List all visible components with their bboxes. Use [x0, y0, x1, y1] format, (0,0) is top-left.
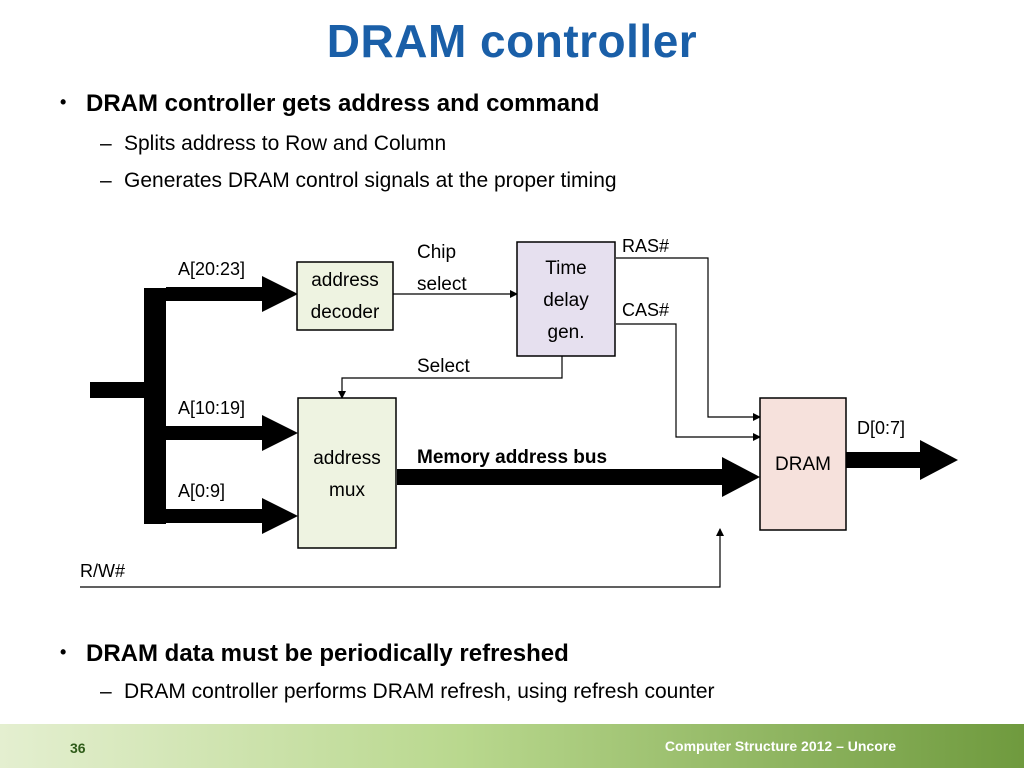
bullet-glyph: •	[60, 642, 67, 662]
label-select: Select	[417, 356, 471, 377]
bullet-1-text: DRAM controller gets address and command	[86, 90, 600, 117]
select-line	[338, 356, 563, 399]
bullet-1: • DRAM controller gets address and comman…	[60, 90, 599, 118]
footer-text: Computer Structure 2012 – Uncore	[664, 738, 896, 754]
sub-bullet-glyph: –	[100, 132, 112, 155]
bullet-2-text: DRAM data must be periodically refreshed	[86, 640, 569, 667]
memory-address-bus-arrow	[722, 457, 760, 497]
ras-line	[616, 257, 761, 421]
label-memory-address-bus: Memory address bus	[417, 447, 607, 468]
bullet-glyph: •	[60, 92, 67, 112]
time-delay-label-1: Time	[545, 258, 587, 279]
cas-line	[616, 323, 761, 441]
bullet-2: • DRAM data must be periodically refreshe…	[60, 640, 569, 668]
address-bus-trunk	[144, 288, 166, 524]
address-mux-block	[297, 397, 397, 549]
footer-bar: 36 Computer Structure 2012 – Uncore	[0, 724, 1024, 768]
label-a-mid: A[10:19]	[178, 398, 245, 418]
sub-bullet-1-2-text: Generates DRAM control signals at the pr…	[124, 169, 617, 192]
label-cas: CAS#	[622, 300, 669, 320]
sub-bullet-1-1-text: Splits address to Row and Column	[124, 132, 447, 155]
sub-bullet-glyph: –	[100, 680, 112, 703]
dram-label: DRAM	[775, 454, 831, 475]
bus-a-mid	[166, 426, 264, 440]
sub-bullet-2-1-text: DRAM controller performs DRAM refresh, u…	[124, 680, 715, 703]
decoder-label-1: address	[311, 270, 379, 291]
slide-title: DRAM controller	[326, 15, 698, 67]
mux-label-2: mux	[329, 480, 365, 501]
bus-a-high-arrow	[262, 276, 298, 312]
bus-a-low	[166, 509, 264, 523]
label-data: D[0:7]	[857, 418, 905, 438]
label-select-1: select	[417, 274, 467, 295]
decoder-label-2: decoder	[311, 302, 380, 323]
page-number: 36	[70, 740, 86, 756]
bus-a-low-arrow	[262, 498, 298, 534]
sub-bullet-1-1: –Splits address to Row and Column	[100, 132, 446, 156]
data-bus-arrow	[920, 440, 958, 480]
time-delay-label-3: gen.	[548, 322, 585, 343]
sub-bullet-2-1: –DRAM controller performs DRAM refresh, …	[100, 680, 715, 704]
address-decoder-block	[296, 261, 394, 331]
label-a-low: A[0:9]	[178, 481, 225, 501]
memory-address-bus	[397, 469, 727, 485]
time-delay-label-2: delay	[543, 290, 589, 311]
time-delay-gen-block	[516, 241, 616, 357]
label-rw: R/W#	[80, 561, 125, 581]
dram-block	[759, 397, 847, 531]
rw-line	[80, 528, 724, 588]
sub-bullet-1-2: –Generates DRAM control signals at the p…	[100, 169, 617, 193]
data-bus	[846, 452, 922, 468]
label-ras: RAS#	[622, 236, 669, 256]
sub-bullet-glyph: –	[100, 169, 112, 192]
bus-a-mid-arrow	[262, 415, 298, 451]
address-bus-input	[90, 382, 150, 398]
bus-a-high	[166, 287, 264, 301]
label-a-high: A[20:23]	[178, 259, 245, 279]
mux-label-1: address	[313, 448, 381, 469]
label-chip: Chip	[417, 242, 456, 263]
